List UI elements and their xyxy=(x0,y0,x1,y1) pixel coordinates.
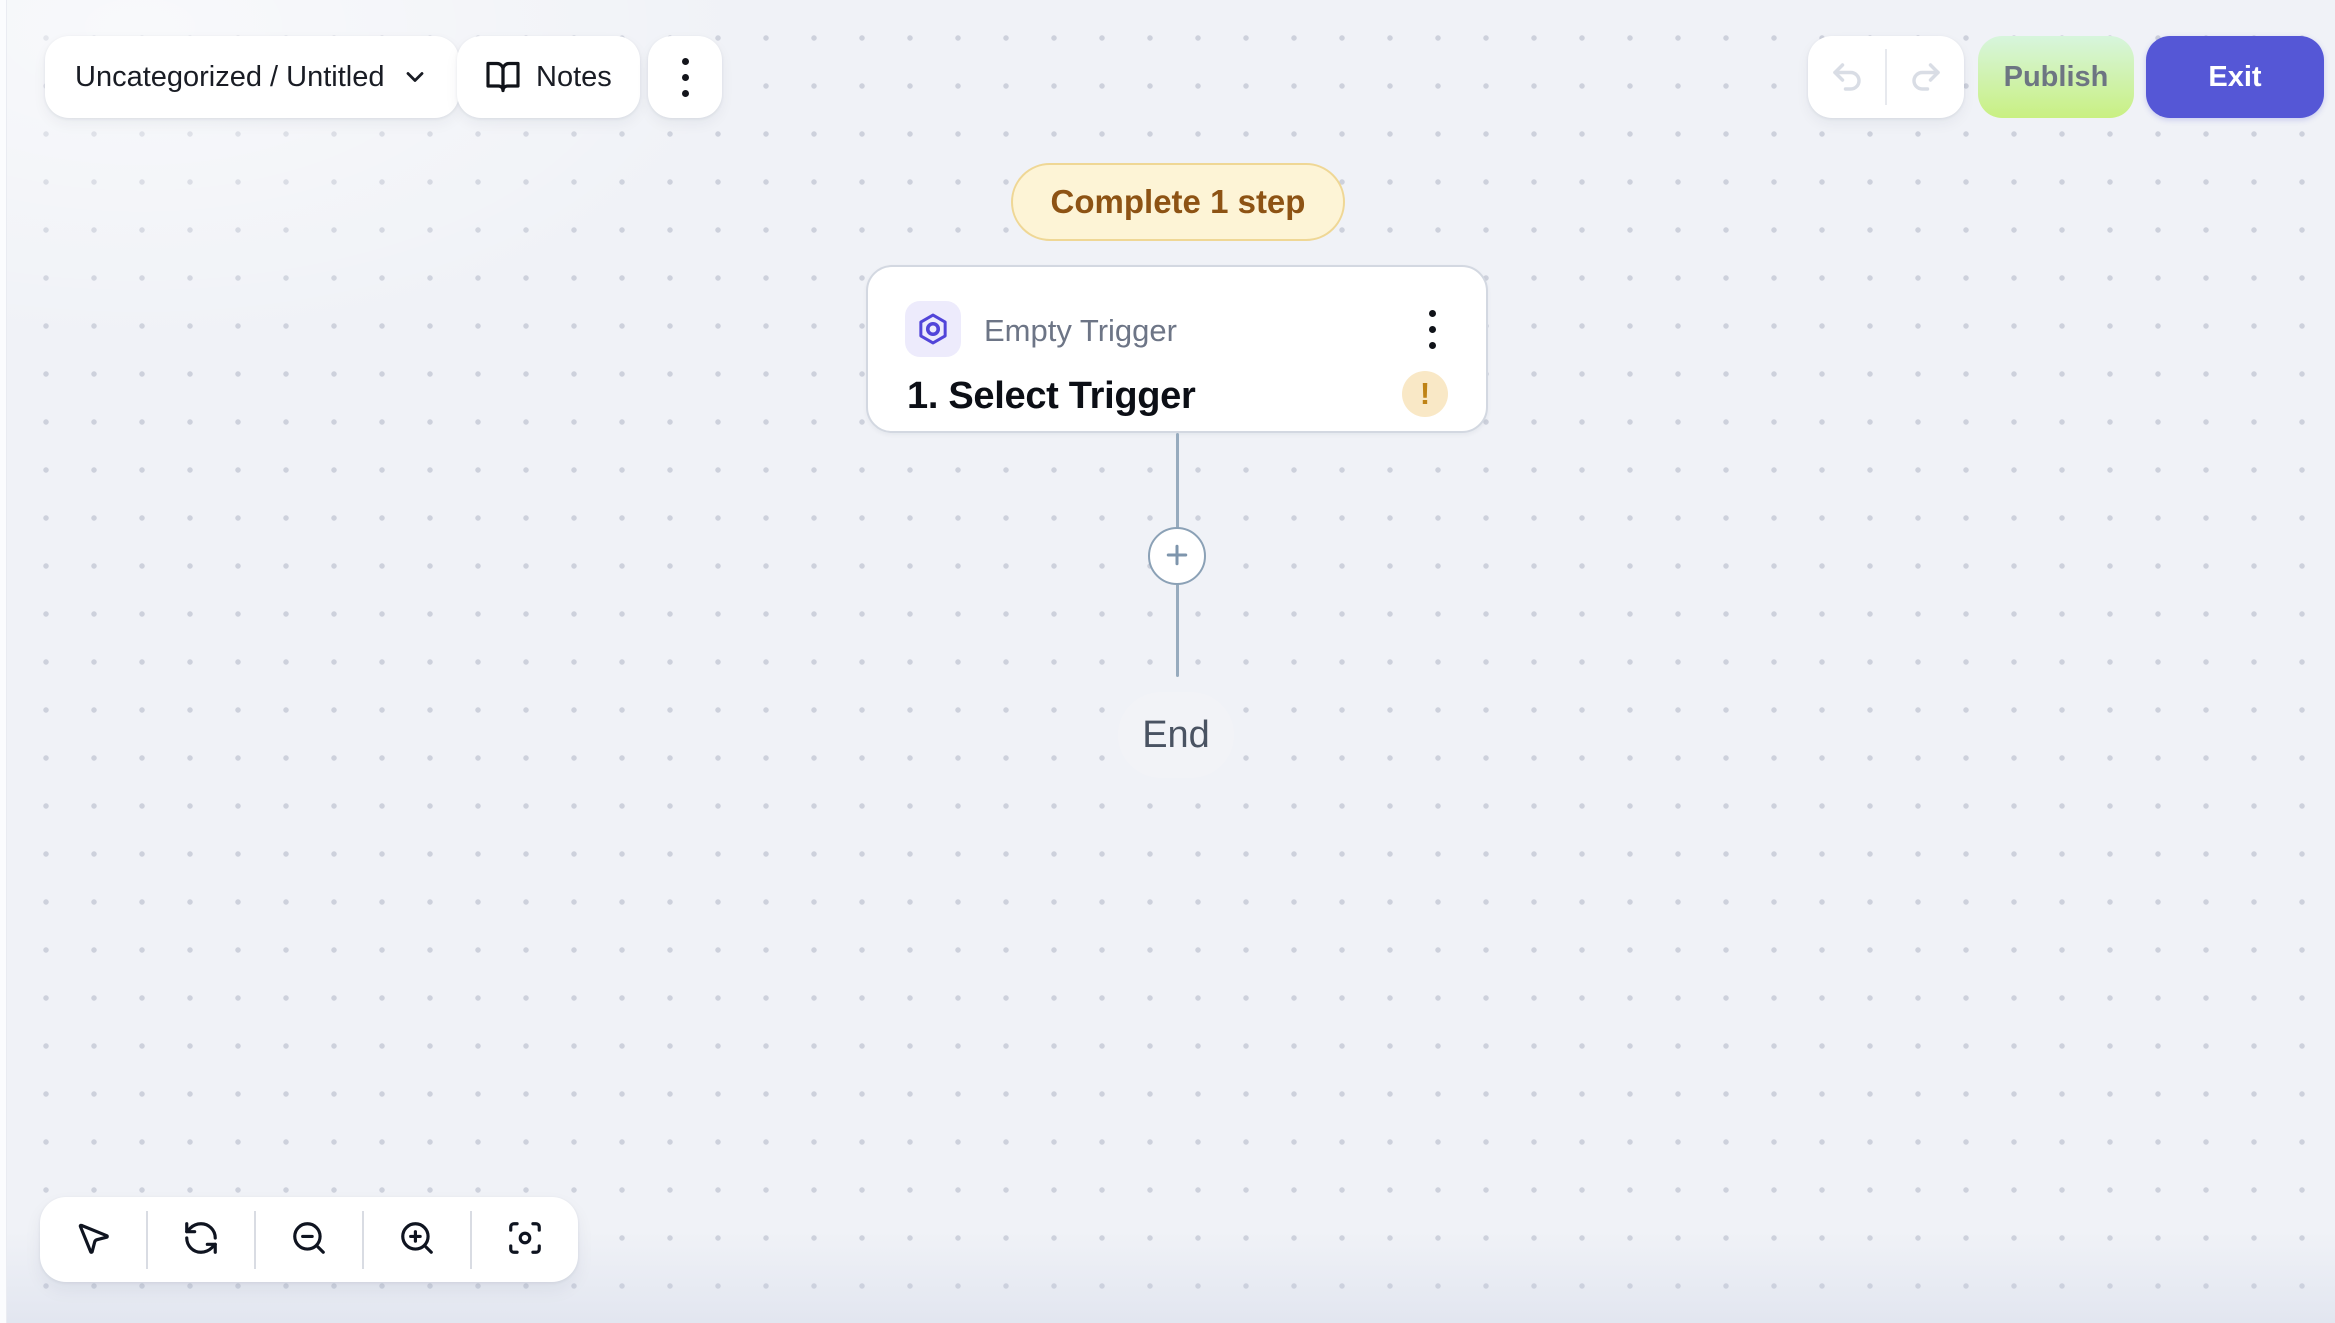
step-type-label: Empty Trigger xyxy=(984,313,1177,348)
zoom-out-button[interactable] xyxy=(256,1197,362,1282)
kebab-menu-icon xyxy=(681,57,689,97)
add-step-button[interactable] xyxy=(1148,527,1206,585)
fit-view-icon xyxy=(506,1219,544,1260)
more-options-button[interactable] xyxy=(648,36,722,118)
exit-label: Exit xyxy=(2208,60,2262,93)
flow-name-label: Uncategorized / Untitled xyxy=(75,60,385,93)
flow-name-dropdown[interactable]: Uncategorized / Untitled xyxy=(45,36,459,118)
kebab-menu-icon xyxy=(1428,309,1436,349)
canvas-controls-toolbar xyxy=(40,1197,578,1282)
zoom-in-button[interactable] xyxy=(364,1197,470,1282)
divider xyxy=(146,1210,148,1269)
refresh-button[interactable] xyxy=(148,1197,254,1282)
divider xyxy=(1885,49,1887,105)
refresh-icon xyxy=(182,1219,220,1260)
divider xyxy=(254,1210,256,1269)
incomplete-steps-label: Complete 1 step xyxy=(1050,183,1306,220)
zoom-out-icon xyxy=(290,1219,328,1260)
history-controls xyxy=(1808,36,1964,118)
publish-label: Publish xyxy=(2003,60,2109,93)
notes-label: Notes xyxy=(536,60,612,93)
book-open-icon xyxy=(485,59,521,95)
fit-view-button[interactable] xyxy=(472,1197,578,1282)
hexagon-target-icon xyxy=(905,301,961,357)
chevron-down-icon xyxy=(401,63,429,91)
undo-icon xyxy=(1829,59,1865,95)
notes-button[interactable]: Notes xyxy=(457,36,640,118)
redo-icon xyxy=(1908,59,1944,95)
divider xyxy=(470,1210,472,1269)
step-title-label: 1. Select Trigger xyxy=(907,375,1196,417)
step-menu-button[interactable] xyxy=(1410,301,1454,357)
exclamation-glyph: ! xyxy=(1419,376,1431,411)
step-warning-icon: ! xyxy=(1402,371,1448,417)
incomplete-steps-badge[interactable]: Complete 1 step xyxy=(1011,163,1345,241)
end-node-label: End xyxy=(1142,713,1210,756)
undo-button[interactable] xyxy=(1808,36,1885,118)
cursor-icon xyxy=(74,1219,112,1260)
exit-button[interactable]: Exit xyxy=(2146,36,2324,118)
select-tool-button[interactable] xyxy=(40,1197,146,1282)
window-left-edge xyxy=(0,0,7,1323)
zoom-in-icon xyxy=(398,1219,436,1260)
end-node: End xyxy=(1118,692,1234,778)
plus-icon xyxy=(1162,540,1192,573)
trigger-step-card[interactable]: Empty Trigger 1. Select Trigger ! xyxy=(866,265,1488,433)
publish-button[interactable]: Publish xyxy=(1978,36,2134,118)
redo-button[interactable] xyxy=(1887,36,1964,118)
divider xyxy=(362,1210,364,1269)
